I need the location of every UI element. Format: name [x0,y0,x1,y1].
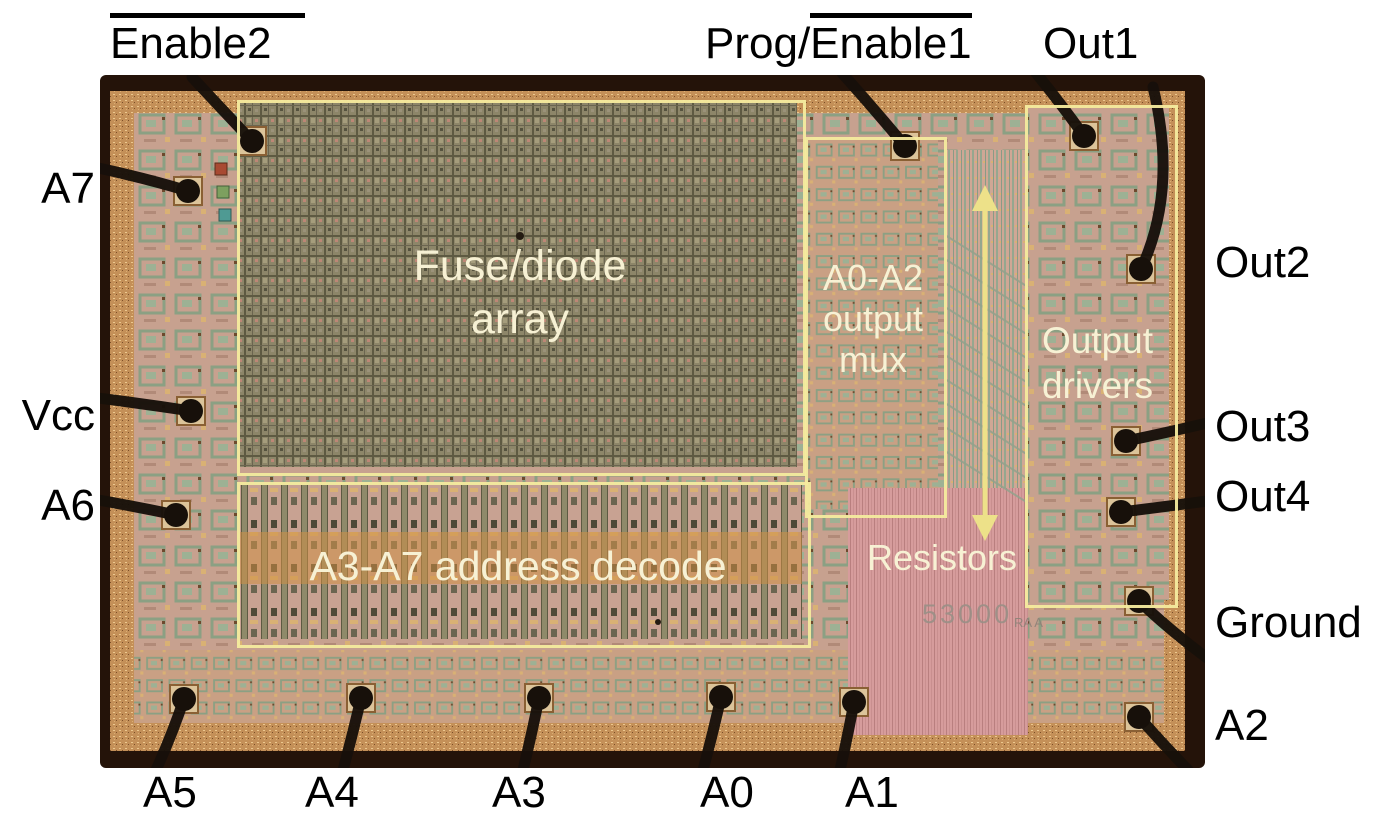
dust-specks [516,232,661,625]
resistors-label: Resistors [866,537,1018,578]
output-drivers-region [1028,108,1169,600]
pin-label-ground: Ground [1215,598,1362,647]
pin-label-a1: A1 [845,768,899,817]
pin-label-prog-enable1: Prog/Enable1 [705,13,972,67]
resistor-region [848,488,1028,735]
bond-balls [164,124,1153,729]
pin-label-vcc: Vcc [21,391,95,440]
pin-label-a3: A3 [492,768,546,817]
pin-label-enable2: Enable2 [110,13,306,67]
pin-label-out3: Out3 [1215,402,1311,451]
pin-label-a7: A7 [41,164,95,213]
output-mux-label-line1: A0-A2 [822,257,924,298]
arrow-up-icon [972,185,998,211]
die-marking-suffix: RA A [1014,615,1043,630]
decode-gold-band [240,532,802,584]
pin-label-a0: A0 [700,768,754,817]
pin-label-enable2-text: Enable2 [110,13,306,67]
pin-label-enable1-text: Enable1 [810,13,972,67]
die-photo: 53000 RA A [92,67,1213,776]
fuse-array-label: Fuse/diode array [280,240,760,346]
alignment-squares [214,162,232,222]
fuse-array-region [240,103,797,467]
output-drivers-label-line1: Output [1041,320,1154,361]
output-drivers-label-line2: drivers [1041,365,1154,406]
arrow-down-icon [972,515,998,541]
pin-label-prog-prefix: Prog/ [705,19,811,68]
output-mux-label-line2: output [822,298,924,339]
address-decode-label: A3-A7 address decode [309,543,727,589]
output-mux-label: A0-A2 output mux [805,257,941,380]
pin-label-out1-text: Out1 [1043,19,1139,68]
fuse-array-label-line2: array [471,295,569,343]
resistors-extent-arrow [972,185,998,541]
pin-label-a2: A2 [1215,701,1269,750]
output-drivers-label: Output drivers [1015,318,1180,408]
pin-label-out2: Out2 [1215,238,1311,287]
pin-label-out1: Out1 [1043,13,1138,67]
die-photo-art: 53000 RA A [92,67,1213,776]
pin-label-out4: Out4 [1215,472,1311,521]
output-mux-region [808,140,938,509]
pin-label-a4: A4 [305,768,359,817]
die-marking: 53000 [922,599,1012,629]
pin-label-a5: A5 [143,768,197,817]
output-mux-label-line3: mux [838,339,907,380]
fuse-array-label-line1: Fuse/diode [413,242,627,290]
pin-label-a6: A6 [41,481,95,530]
